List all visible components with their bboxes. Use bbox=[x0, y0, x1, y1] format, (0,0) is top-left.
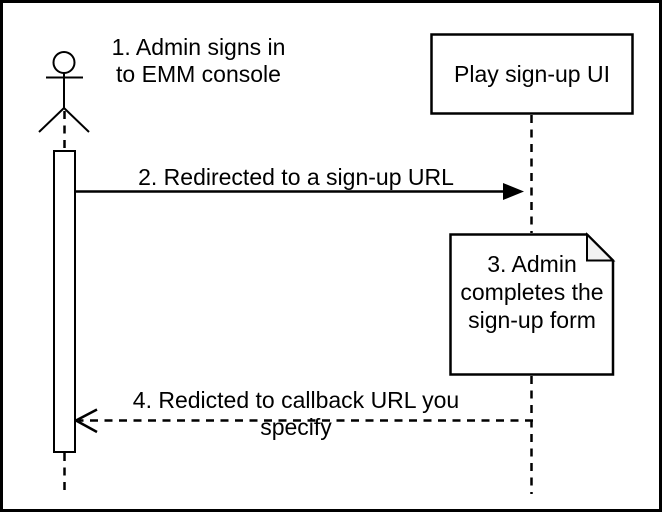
actor-head bbox=[52, 51, 76, 74]
message-4-arrowhead-lower bbox=[75, 419, 98, 434]
activation-bar bbox=[53, 150, 76, 453]
actor-label: 1. Admin signs in to EMM console bbox=[111, 34, 286, 87]
note-outline bbox=[449, 233, 615, 376]
actor-leg-right bbox=[63, 107, 90, 133]
message-4-arrowhead-upper bbox=[75, 408, 98, 422]
actor-icon bbox=[38, 51, 90, 133]
note-fold-corner bbox=[586, 232, 616, 262]
message-2-label: 2. Redirected to a sign-up URL bbox=[138, 164, 454, 190]
participant-label: Play sign-up UI bbox=[454, 60, 610, 87]
message-2-arrowhead bbox=[503, 183, 524, 200]
note-shape bbox=[449, 232, 616, 376]
participant-box bbox=[430, 33, 634, 115]
actor-leg-left bbox=[38, 107, 65, 133]
message-4-arrow bbox=[75, 408, 533, 434]
note-label: 3. Admin completes the sign-up form bbox=[460, 251, 604, 333]
sequence-diagram-shapes bbox=[38, 33, 634, 494]
message-2-arrow bbox=[76, 183, 524, 200]
message-4-label: 4. Redicted to callback URL you specify bbox=[132, 387, 460, 440]
